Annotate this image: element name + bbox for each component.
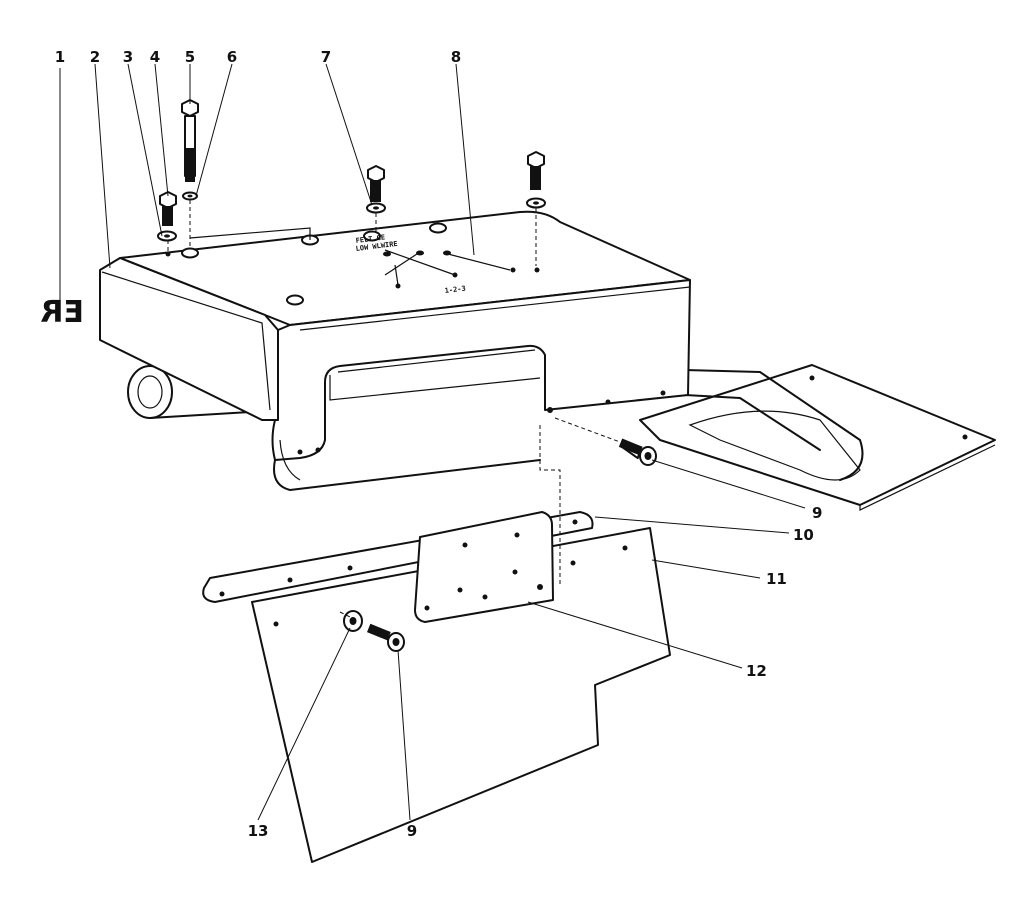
mounting-pad (414, 511, 554, 623)
screw-7 (366, 165, 386, 214)
callout-9-lower: 9 (407, 822, 417, 840)
callout-3: 3 (123, 48, 133, 66)
side-lettering: ER (40, 295, 84, 330)
top-lettering-line1: FELT GE (355, 233, 385, 245)
callout-11: 11 (766, 570, 787, 588)
cover-housing: FELT GE LOW WLWIRE 1-2-3 ER (40, 210, 691, 491)
base-plate (639, 364, 996, 511)
washer-13 (343, 610, 363, 632)
callout-7: 7 (321, 48, 331, 66)
washer-3 (157, 230, 177, 242)
callout-12: 12 (746, 662, 767, 680)
callout-9-upper: 9 (812, 504, 822, 522)
leader-lines (59, 63, 806, 821)
screw-right-top (526, 151, 546, 209)
bolt-5 (181, 99, 199, 182)
callout-1: 1 (55, 48, 65, 66)
screw-9-lower (367, 623, 405, 652)
callout-labels: 1 2 3 4 5 6 7 8 9 10 11 12 13 9 (55, 48, 823, 840)
callout-6: 6 (227, 48, 237, 66)
screw-4 (159, 191, 177, 226)
callout-4: 4 (150, 48, 160, 66)
screw-9-upper (618, 438, 657, 466)
washer-6 (182, 191, 198, 201)
callout-13: 13 (248, 822, 269, 840)
callout-8: 8 (451, 48, 461, 66)
callout-10: 10 (793, 526, 814, 544)
shift-pattern-lettering: 1-2-3 (444, 284, 466, 295)
callout-2: 2 (90, 48, 100, 66)
callout-5: 5 (185, 48, 195, 66)
